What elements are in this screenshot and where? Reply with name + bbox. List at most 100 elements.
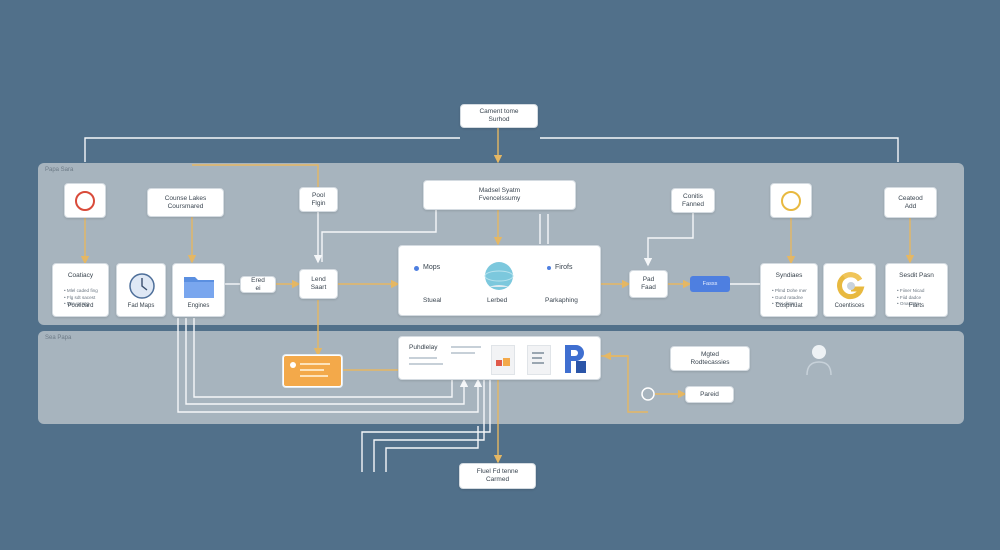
connector-top-left [84, 137, 460, 162]
card-clock-foot: Fad Maps [127, 303, 155, 309]
card-sesdit-bullets: Fiiner Nicad Fiid dadce Onat artn [897, 288, 939, 308]
connector-folder-loop-a [177, 318, 483, 413]
connector-folder-loop-c [193, 318, 453, 398]
text-line [451, 352, 475, 354]
node-label-line: Lend [311, 276, 326, 283]
node-label-line: Surhod [488, 116, 510, 123]
card-sesdit[interactable]: Sesdit Pasn Fiiner Nicad Fiid dadce Onat… [885, 263, 948, 317]
orange-block-line [300, 375, 328, 377]
card-folder-foot: Engines [187, 303, 210, 309]
p-logo-icon [565, 345, 586, 373]
pareid-node[interactable]: Pareid [685, 386, 734, 403]
card-syndicates-foot: Cospinuat [775, 303, 803, 309]
card-syndicates-bullet: Plmd Dohe mer [772, 288, 809, 295]
card-sesdit-title: Sesdit Pasn [899, 272, 934, 279]
node-label-line: Pareid [700, 390, 719, 398]
node-label-line: Flgin [311, 199, 326, 207]
blue-chip-label: Fasss [702, 281, 718, 287]
card-coatiacy-bullet: Mlel caded fing [64, 288, 100, 295]
circle-node-icon[interactable] [640, 386, 656, 402]
red-ring-node[interactable] [64, 183, 106, 218]
card-syndicates-title: Syndiaes [775, 272, 803, 279]
node-label-line: Counse Lakes [164, 194, 207, 202]
node-label-line: Fanned [681, 200, 705, 208]
card-g[interactable]: Coentisces [823, 263, 876, 317]
g-logo-icon [837, 272, 865, 300]
connector-exit-b [373, 380, 485, 472]
folder-icon [184, 277, 214, 298]
card-model-content[interactable]: Mops Firofs Stueal Lerbed Parkaphing [398, 245, 601, 316]
card-coatiacy-bullet: Flg sdt sacest [64, 295, 100, 302]
swimlane-top-label: Papa Sara [45, 167, 74, 173]
connector-model-left [321, 210, 437, 262]
card-publishing-title: Puhdlelay [409, 344, 438, 351]
card-coatiacy-bullet: Mre rat atg [64, 301, 100, 308]
card-coatiacy[interactable]: Coatiacy Mlel caded fing Flg sdt sacest … [52, 263, 109, 317]
swimlane-bottom-label: Sea Papa [45, 335, 72, 341]
node-label-line: Conitis [683, 192, 703, 200]
node-label-line: Ered [251, 276, 265, 284]
parkaphing-label: Parkaphing [545, 297, 578, 304]
firofs-label: Firofs [555, 264, 573, 271]
node-label-line: Madsel Syatm [478, 187, 521, 194]
node-label-line: Pad [642, 276, 655, 283]
document-thumb-icon [491, 345, 515, 375]
globe-icon [484, 262, 514, 290]
card-publishing[interactable]: Puhdlelay [398, 336, 601, 380]
stueal-label: Stueal [423, 297, 442, 304]
card-syndicates-bullet: Gund ratadne [772, 295, 809, 302]
node-label-line: Fluel Fd tenne [476, 468, 519, 475]
text-line [409, 363, 443, 365]
lerbed-label: Lerbed [487, 297, 508, 304]
text-line [409, 357, 437, 359]
card-coatiacy-foot: Pouebard [67, 303, 94, 309]
yellow-ring-icon [781, 190, 801, 211]
node-label-line: Saart [310, 284, 327, 291]
card-syndicates-bullets: Plmd Dohe mer Gund ratadne Trer dinmrt [772, 288, 809, 308]
orange-block-line [300, 363, 330, 365]
node-label-line: Rodtecassies [690, 358, 730, 366]
connector-gold-branch [192, 164, 319, 187]
card-coatiacy-title: Coatiacy [67, 272, 94, 279]
firofs-dot-icon [547, 266, 551, 270]
pareid-text: Pareid [700, 391, 719, 399]
connector-exit-c [385, 426, 479, 472]
mops-label: Mops [423, 264, 441, 271]
blue-chip[interactable]: Fasss [690, 276, 730, 292]
node-label-line: Mgted [700, 350, 720, 358]
node-label-line: Fvencelssumy [478, 195, 521, 202]
card-folder[interactable]: Engines [172, 263, 225, 317]
card-syndicates[interactable]: Syndiaes Plmd Dohe mer Gund ratadne Trer… [760, 263, 818, 317]
node-label-line: ei [255, 284, 261, 292]
card-coatiacy-bullets: Mlel caded fing Flg sdt sacest Mre rat a… [64, 288, 100, 308]
orange-block-line [300, 369, 324, 371]
clock-icon [129, 273, 155, 299]
node-label-line: Faad [641, 284, 656, 291]
node-label-line: Pool [311, 191, 325, 199]
connector-pub-right [601, 355, 648, 413]
card-sesdit-bullet: Fiiner Nicad [897, 288, 939, 295]
orange-block[interactable] [283, 355, 342, 387]
card-clock[interactable]: Fad Maps [116, 263, 166, 317]
node-label-line: Ceateod [898, 194, 923, 202]
mops-dot-icon [414, 266, 419, 271]
yellow-ring-node[interactable] [770, 183, 812, 218]
card-g-foot: Coentisces [834, 303, 865, 309]
